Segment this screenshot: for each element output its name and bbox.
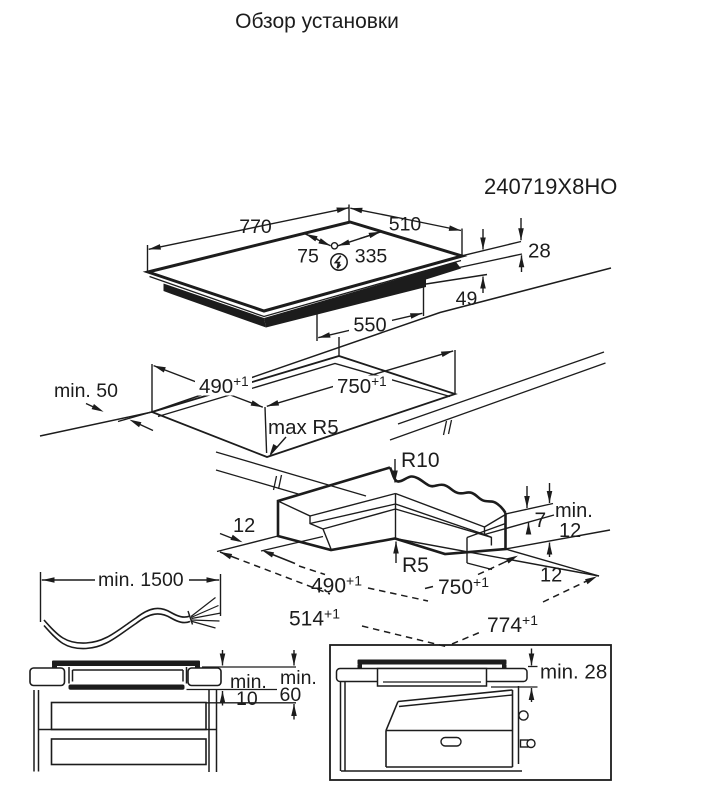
svg-text:min. 1500: min. 1500 <box>98 569 184 591</box>
svg-text:min. 50: min. 50 <box>54 380 118 402</box>
svg-text:Обзор установки: Обзор установки <box>235 10 399 33</box>
svg-text:min. 28: min. 28 <box>540 661 607 684</box>
svg-text:770: 770 <box>239 216 272 238</box>
svg-text:R10: R10 <box>401 449 440 472</box>
svg-text:max R5: max R5 <box>268 416 339 439</box>
svg-text:12: 12 <box>540 565 562 587</box>
svg-text:49: 49 <box>456 288 478 310</box>
svg-text:550: 550 <box>353 315 386 337</box>
svg-text:60: 60 <box>280 684 302 706</box>
svg-text:28: 28 <box>528 240 551 263</box>
svg-text:min.: min. <box>280 667 317 689</box>
svg-text:240719X8HO: 240719X8HO <box>484 174 617 199</box>
svg-text:75: 75 <box>297 246 319 268</box>
svg-text:750+1: 750+1 <box>438 574 489 599</box>
svg-text:min.: min. <box>555 500 593 522</box>
svg-text:R5: R5 <box>402 554 429 577</box>
svg-text:12: 12 <box>233 515 255 537</box>
svg-text:10: 10 <box>236 688 258 710</box>
svg-text:510: 510 <box>389 214 422 236</box>
svg-text:min.: min. <box>230 671 267 693</box>
svg-text:335: 335 <box>355 246 388 268</box>
svg-text:7: 7 <box>535 509 547 532</box>
svg-text:12: 12 <box>559 520 581 542</box>
